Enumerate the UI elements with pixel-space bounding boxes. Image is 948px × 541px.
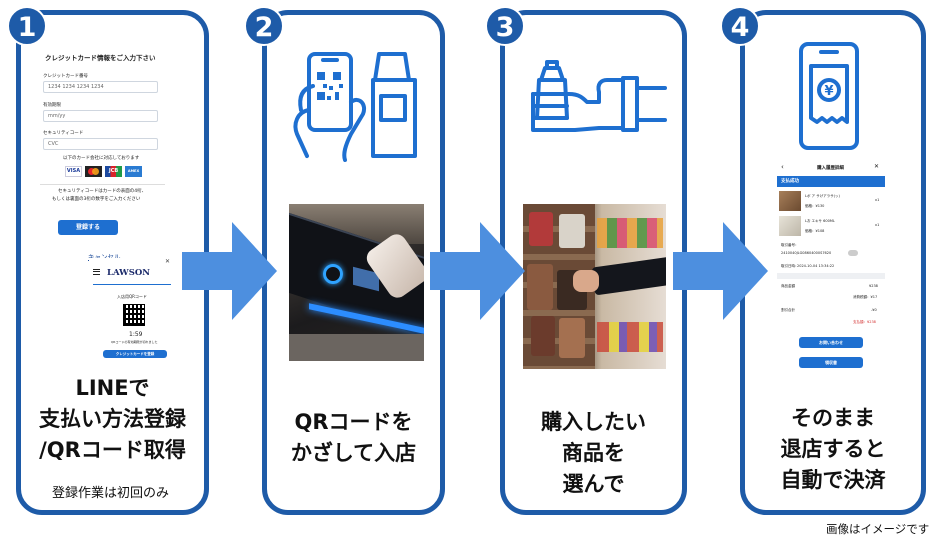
- section-divider: [777, 273, 885, 279]
- hand-holding-bottle-icon: [531, 60, 667, 132]
- discount-value: -¥0: [871, 308, 877, 312]
- receipt-button[interactable]: 領収書: [799, 357, 863, 368]
- cvc-input[interactable]: CVC: [43, 138, 158, 150]
- status-bar: [777, 176, 885, 187]
- arrow-right-icon: [430, 222, 525, 320]
- visa-icon: VISA: [65, 166, 82, 177]
- item-name: Lボ ア サけアラサ(ッ): [805, 194, 840, 198]
- menu-icon[interactable]: [93, 269, 100, 275]
- step-2-caption: QRコードを かざして入店: [266, 407, 441, 469]
- brands-note: 以下のカード会社に対応しております: [63, 156, 140, 161]
- step-4-caption: そのまま 退店すると 自動で決済: [744, 403, 922, 496]
- register-card-button[interactable]: クレジットカードを登録: [103, 350, 167, 358]
- close-icon[interactable]: ✕: [165, 258, 171, 265]
- cancel-link[interactable]: キャンセル: [88, 253, 121, 261]
- item-thumbnail: [779, 216, 801, 236]
- expiry-input[interactable]: mm/yy: [43, 110, 158, 122]
- subtotal-value: ¥238: [869, 284, 878, 288]
- step-3-caption: 購入したい 商品を 選んで: [504, 407, 683, 500]
- date-value: 2024-10-04 13:34:22: [797, 264, 835, 268]
- header-divider: [93, 284, 171, 285]
- close-icon[interactable]: ✕: [874, 163, 880, 170]
- step-4-caption-line: 自動で決済: [780, 468, 886, 492]
- date-label: 取引日時：: [781, 264, 799, 268]
- copy-button[interactable]: [848, 250, 858, 256]
- discount-label: 割引合計: [781, 308, 795, 312]
- step-3-caption-line: 商品を: [562, 441, 625, 465]
- step-1-caption-line: /QRコード取得: [39, 438, 186, 462]
- item-qty: x1: [875, 198, 880, 202]
- card-form: クレジットカード情報をご入力下さい クレジットカード番号 1234 1234 1…: [30, 45, 190, 270]
- entry-qr-code: [123, 304, 145, 326]
- item-name: Lお エキサ 600ML: [805, 219, 835, 223]
- order-no: 2410040JLG08604000S7620: [781, 251, 832, 255]
- item-qty: x1: [875, 223, 880, 227]
- order-no-label: 取引番号：: [781, 243, 799, 247]
- card-number-input[interactable]: 1234 1234 1234 1234: [43, 81, 158, 93]
- lawson-logo: LAWSON: [107, 268, 151, 278]
- step-4-caption-line: 退店すると: [780, 437, 886, 461]
- step-2-caption-line: QRコードを: [294, 410, 413, 434]
- image-disclaimer: 画像はイメージです: [826, 522, 930, 536]
- jcb-icon: JCB: [105, 166, 122, 177]
- step-1-badge: 1: [7, 6, 47, 46]
- receipt-screen: ‹ 購入履歴詳細 ✕ 支払成功 Lボ ア サけアラサ(ッ) 価格：¥130 x1…: [777, 160, 885, 377]
- cvc-note-1: セキュリティコードはカードの表面の4桁、: [58, 189, 147, 194]
- card-form-title: クレジットカード情報をご入力下さい: [45, 54, 156, 62]
- svg-text:¥: ¥: [824, 84, 833, 99]
- lawson-app-screen: LAWSON ✕ 入店用QRコード 1:59 QRコードの有効期限が切れました …: [89, 258, 173, 365]
- cvc-note-2: もしくは裏面の3桁の数字をご入力ください: [52, 197, 141, 202]
- gate-photo: [289, 204, 424, 361]
- paid-total: 支払額：¥238: [853, 320, 876, 324]
- contact-button[interactable]: お問い合わせ: [799, 337, 863, 348]
- first-time-note: 登録作業は初回のみ: [52, 486, 170, 501]
- step-2-badge: 2: [244, 6, 284, 46]
- qr-scan-icon: [293, 52, 417, 162]
- qr-timer: 1:59: [129, 331, 143, 338]
- divider: [40, 184, 165, 185]
- qr-timer-note: QRコードの有効期限が切れました: [111, 340, 158, 344]
- arrow-right-icon: [673, 222, 768, 320]
- step-1-caption-line: 支払い方法登録: [39, 407, 186, 431]
- item-price: 価格：¥108: [805, 229, 825, 233]
- tax-value: 消費税額：¥17: [853, 295, 878, 299]
- step-4-caption-line: そのまま: [791, 406, 875, 430]
- expiry-label: 有効期限: [43, 103, 61, 108]
- item-row: Lボ ア サけアラサ(ッ) 価格：¥130 x1: [779, 191, 883, 213]
- shelf-photo: [523, 204, 666, 369]
- step-3-badge: 3: [485, 6, 525, 46]
- item-row: Lお エキサ 600ML 価格：¥108 x1: [779, 216, 883, 238]
- mastercard-icon: [85, 166, 102, 177]
- card-brand-icons: VISA JCB AMEX: [65, 166, 145, 178]
- step-1-caption-line: LINEで: [75, 376, 150, 400]
- item-price: 価格：¥130: [805, 204, 825, 208]
- card-number-label: クレジットカード番号: [43, 74, 88, 79]
- amex-icon: AMEX: [125, 166, 142, 177]
- cvc-label: セキュリティコード: [43, 131, 84, 136]
- arrow-right-icon: [182, 222, 277, 320]
- phone-receipt-icon: ¥: [799, 42, 859, 150]
- subtotal-label: 商品金額: [781, 284, 795, 288]
- status-text: 支払成功: [781, 179, 799, 184]
- item-thumbnail: [779, 191, 801, 211]
- step-1-caption: LINEで 支払い方法登録 /QRコード取得: [20, 373, 205, 466]
- step-3-caption-line: 購入したい: [541, 410, 646, 434]
- receipt-title: 購入履歴詳細: [817, 166, 844, 171]
- back-icon[interactable]: ‹: [781, 163, 784, 171]
- step-3-caption-line: 選んで: [562, 472, 625, 496]
- register-button[interactable]: 登録する: [58, 220, 118, 235]
- qr-title: 入店用QRコード: [117, 294, 147, 299]
- step-4-badge: 4: [720, 6, 760, 46]
- step-2-caption-line: かざして入店: [290, 441, 417, 465]
